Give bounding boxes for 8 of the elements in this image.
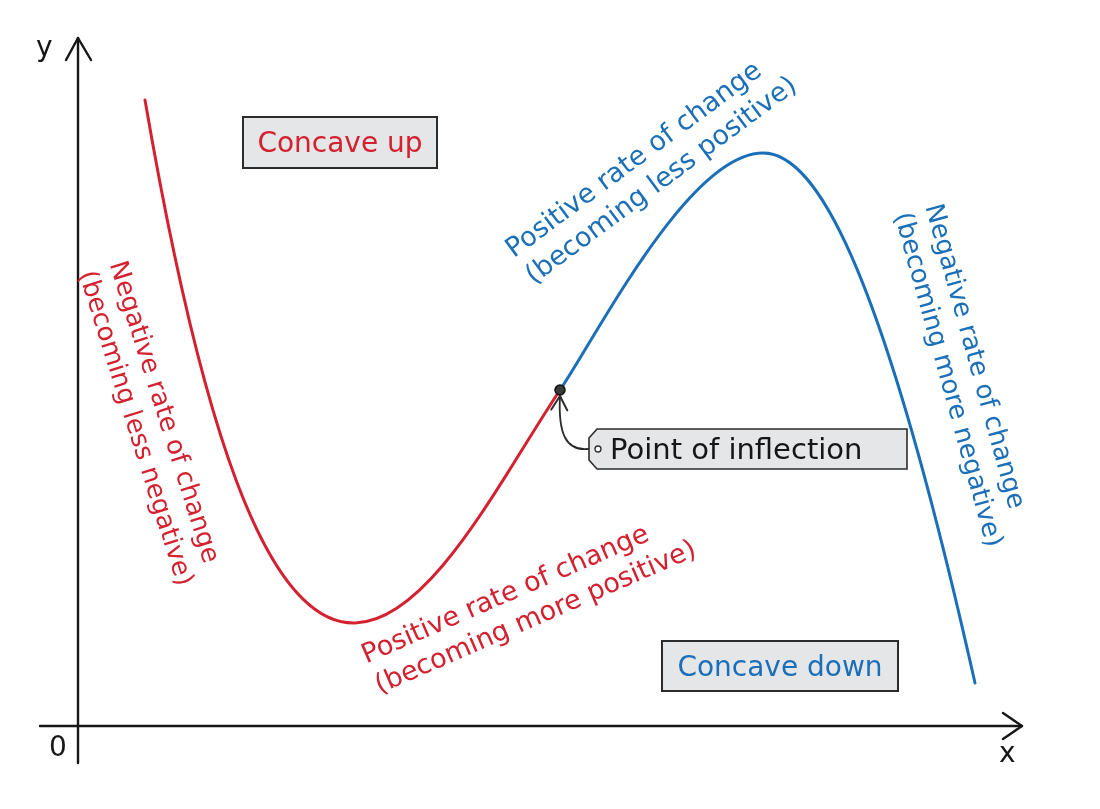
origin-label: 0 xyxy=(49,730,67,765)
tag-label: Point of inflection xyxy=(588,428,908,470)
label-box: Concave up xyxy=(242,116,438,169)
point-marker-icon xyxy=(554,384,566,396)
axis-label: y xyxy=(36,30,53,65)
leader-arrow xyxy=(550,395,589,450)
axis-label: x xyxy=(999,736,1016,771)
label-box: Concave down xyxy=(661,640,899,692)
